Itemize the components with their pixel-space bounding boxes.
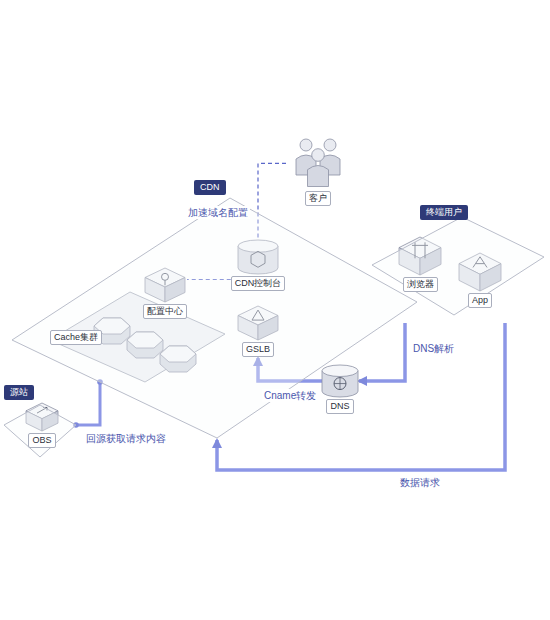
node-label: 客户: [305, 191, 331, 206]
origin-region: OBS 源站: [4, 385, 76, 459]
region-outline: [12, 190, 417, 440]
region-outline: [4, 405, 76, 457]
region-tag: 终端用户: [420, 205, 468, 220]
dns-icon: [322, 365, 358, 397]
node-label: OBS: [28, 433, 55, 448]
end-user-region: 浏览器 App 终端用户: [372, 205, 544, 323]
node-label: 配置中心: [143, 304, 187, 319]
edge-label: DNS解析: [411, 342, 456, 355]
region-tag: 源站: [4, 385, 34, 400]
connector: [76, 382, 100, 425]
edge-label: Cname转发: [262, 389, 318, 402]
edge-label: 加速域名配置: [186, 206, 250, 219]
node-label: 浏览器: [403, 277, 438, 292]
node-label: DNS: [326, 399, 353, 414]
node-label: GSLB: [242, 342, 274, 357]
cdn-region: CDN控制台配置中心Cache集群GSLBCDN: [12, 190, 417, 440]
customer-icon: [286, 135, 350, 189]
region-outline: [12, 198, 417, 438]
edge-label: 回源获取请求内容: [84, 432, 168, 445]
edge-label: 数据请求: [398, 476, 442, 489]
region-outline: [372, 205, 544, 323]
customer-icon: 客户: [286, 135, 350, 206]
region-tag: CDN: [194, 180, 226, 195]
node-label: CDN控制台: [231, 276, 286, 291]
dns-icon: DNS: [322, 365, 358, 414]
region-outline: [372, 217, 544, 315]
node-label: App: [468, 293, 492, 308]
node-label: Cache集群: [50, 330, 102, 345]
